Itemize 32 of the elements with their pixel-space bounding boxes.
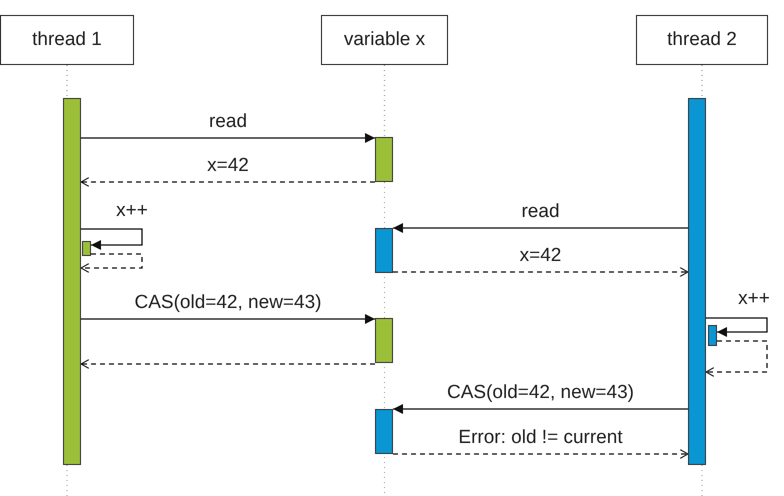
return-arrow <box>393 448 689 460</box>
message-label: x=42 <box>520 246 562 267</box>
activation-bar <box>375 409 393 454</box>
return-arrow <box>393 266 689 278</box>
participant-box: variable x <box>321 15 448 65</box>
message-label: Error: old != current <box>458 428 623 449</box>
activation-bar <box>708 325 717 346</box>
message-label: x=42 <box>207 156 249 177</box>
message-arrow <box>393 223 688 233</box>
message-label: x++ <box>738 289 770 310</box>
message-arrow <box>81 133 375 143</box>
return-arrow <box>80 253 143 274</box>
return-arrow <box>80 176 375 188</box>
activation-bar <box>375 228 393 273</box>
activation-bar <box>375 137 393 182</box>
activation-bar <box>63 98 81 465</box>
message-arrow <box>81 314 375 324</box>
message-label: read <box>208 112 248 133</box>
message-arrow <box>81 228 143 250</box>
message-label: read <box>521 202 560 223</box>
return-arrow <box>80 358 375 370</box>
message-label: CAS(old=42, new=43) <box>134 293 322 314</box>
message-label: CAS(old=42, new=43) <box>447 383 634 404</box>
message-label: x++ <box>116 201 148 222</box>
activation-bar <box>82 241 91 256</box>
message-arrow <box>393 404 688 414</box>
return-arrow <box>705 340 768 378</box>
activation-bar <box>688 98 706 465</box>
participant-box: thread 2 <box>636 15 768 65</box>
activation-bar <box>375 318 393 363</box>
participant-box: thread 1 <box>0 15 134 65</box>
message-arrow <box>706 317 768 337</box>
